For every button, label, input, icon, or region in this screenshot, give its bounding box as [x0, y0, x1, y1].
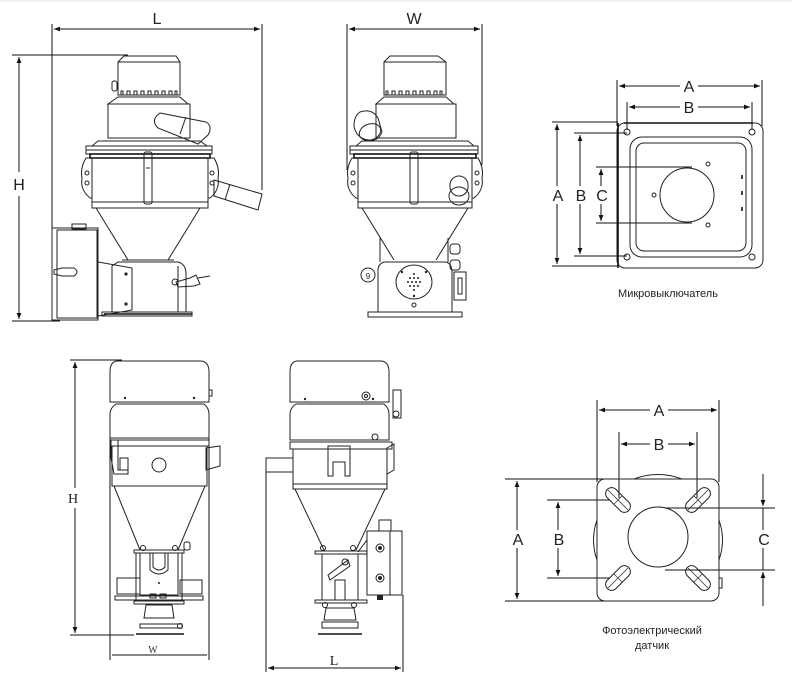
vent-holes — [385, 90, 443, 96]
caption-photoelectric-line2: датчик — [635, 640, 669, 652]
dimension-l-bottom: L — [265, 460, 404, 672]
mounting-slot — [605, 565, 631, 591]
control-box — [51, 223, 99, 321]
dimension-w-top: W — [346, 11, 483, 170]
mounting-slot — [605, 487, 631, 513]
label-a-vertical: A — [553, 188, 564, 205]
label-h: H — [13, 177, 25, 194]
dimension-w-bottom: W — [109, 440, 210, 660]
label-h-bottom: H — [68, 492, 78, 507]
mounting-slot — [685, 565, 711, 591]
label-b-horizontal: B — [684, 100, 695, 117]
label-a-vertical: A — [513, 532, 524, 549]
caption-microswitch: Микровыключатель — [618, 288, 718, 300]
control-box — [357, 519, 403, 600]
dimension-h-bottom: H — [66, 359, 134, 636]
top-border-band — [0, 0, 792, 2]
dimension-h-top: H — [8, 54, 128, 322]
dimension-l-top: L — [51, 11, 263, 230]
label-c-vertical: C — [596, 188, 608, 205]
microswitch-flange: A B A B C — [550, 78, 764, 300]
side-view-loader-top: L H — [8, 11, 263, 322]
svg-text:9: 9 — [366, 272, 371, 281]
photoelectric-flange: A B A B C — [505, 400, 775, 652]
label-b-vertical: B — [554, 532, 565, 549]
label-l-bottom: L — [330, 654, 339, 669]
label-w-bottom: W — [148, 645, 158, 656]
label-c-vertical: C — [758, 532, 770, 549]
label-w: W — [406, 11, 422, 28]
label-a-horizontal: A — [654, 403, 665, 420]
caption-photoelectric-line1: Фотоэлектрический — [602, 625, 702, 637]
label-b-vertical: B — [576, 188, 587, 205]
label-b-horizontal: B — [654, 437, 665, 454]
side-view-loader-bottom: L — [265, 360, 404, 672]
front-view-loader-bottom: H W — [66, 359, 221, 660]
grille-dots — [407, 273, 421, 291]
vent-holes — [120, 90, 178, 96]
label-a-horizontal: A — [684, 79, 695, 96]
front-view-loader-top: W — [346, 11, 483, 318]
mounting-slot — [685, 487, 711, 513]
label-l: L — [153, 11, 162, 28]
